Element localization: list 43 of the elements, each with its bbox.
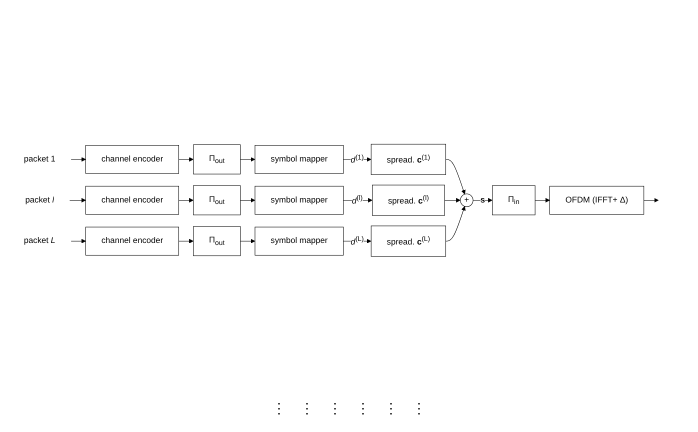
node-box (85, 144, 180, 174)
arrow (444, 198, 461, 202)
arrow (240, 156, 256, 162)
arrow (70, 238, 86, 244)
arrow (644, 198, 659, 202)
node-circle (460, 193, 474, 207)
node-box (549, 186, 644, 214)
block-diagram: d$^{(1)}$ d$^{(l)}$ d$^{(L)}$ s packet 1 channel encoder Π$_{out}$ symbol mapper spread. c$^{(1)}$ packet l channel encoder Π$_{out}$ symbol mapper spread. c$^{(l)}$ packet L channel encoder Π$_{out}$ symbol mapper spread. c$^{(L)}$ + Π$_{in}$ OFDM (IFFT+ Δ) (4, 140, 694, 260)
edge-label: d$^{(1)}$ (350, 152, 364, 164)
node-box (85, 186, 180, 214)
node-box (193, 144, 241, 174)
arrow (178, 238, 194, 244)
arrow (70, 156, 86, 162)
node-box (193, 185, 241, 215)
ellipsis-mark: ⋮ (272, 400, 286, 416)
edge-label: d$^{(l)}$ (352, 194, 363, 206)
edge-label: s (480, 195, 486, 204)
node-box (372, 184, 445, 216)
ellipsis-mark: ⋮ (412, 400, 426, 416)
arrow (69, 198, 86, 202)
arrow (446, 158, 466, 194)
node-text: packet 1 (24, 154, 56, 164)
node-box (254, 226, 344, 256)
arrow (240, 198, 256, 202)
edge-label: d$^{(L)}$ (350, 234, 364, 246)
node-box (492, 185, 536, 215)
node-text: packet l (25, 195, 54, 204)
ellipsis-mark: ⋮ (356, 400, 370, 416)
ellipsis-mark: ⋮ (328, 400, 342, 416)
arrow (240, 238, 256, 244)
arrow (178, 198, 194, 202)
node-box (370, 144, 446, 175)
node-box (370, 225, 446, 256)
arrow (534, 198, 550, 202)
ellipsis-mark: ⋮ (384, 400, 398, 416)
arrow (178, 156, 194, 162)
arrow (446, 206, 466, 242)
node-box (254, 186, 344, 214)
node-box (254, 144, 344, 174)
ellipsis-mark: ⋮ (300, 400, 314, 416)
node-text: packet L (24, 236, 56, 246)
node-box (85, 226, 180, 256)
node-box (193, 226, 241, 256)
